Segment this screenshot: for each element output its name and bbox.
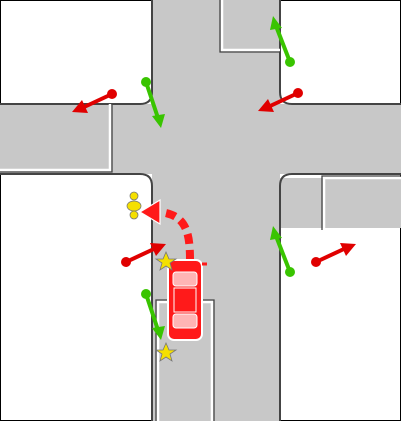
car-icon [163,260,207,340]
right-lower-lot [280,178,401,228]
upper-right-lot [220,0,280,50]
left-road [0,104,110,174]
upper-road [152,0,222,60]
